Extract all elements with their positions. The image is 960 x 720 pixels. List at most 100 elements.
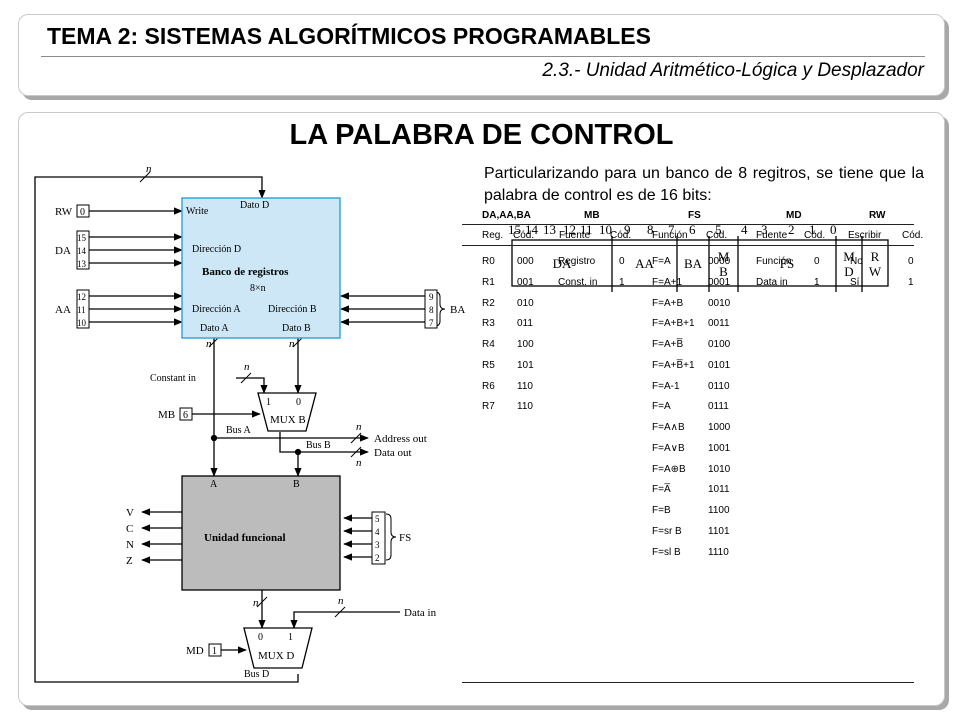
fs-function: F=A+B̅ <box>652 339 684 350</box>
bank-title: Banco de registros <box>202 266 289 278</box>
rw-label: RW <box>55 206 73 218</box>
rw-write: No <box>850 256 863 267</box>
column-header: Fuente <box>756 230 788 241</box>
rw-write: Sí <box>850 276 860 288</box>
bit-number: 11 <box>580 222 593 237</box>
address-out-label: Address out <box>374 433 427 445</box>
n-label: n <box>289 338 295 350</box>
header-panel: TEMA 2: SISTEMAS ALGORÍTMICOS PROGRAMABL… <box>18 14 945 96</box>
fs-bit: 3 <box>375 540 380 550</box>
fs-function: F=A <box>652 401 671 413</box>
md-value-box <box>208 643 222 657</box>
mux-d-in1: 1 <box>288 632 293 643</box>
dir-d-label: Dirección D <box>192 244 241 255</box>
fs-function: F=A+1 <box>652 276 683 288</box>
mb-value-box <box>179 407 193 421</box>
mux-b-in1: 1 <box>266 397 271 408</box>
section-subtitle: 2.3.- Unidad Aritmético-Lógica y Desplaz… <box>542 60 924 81</box>
fu-b-label: B <box>293 479 300 490</box>
intro-text: Particularizando para un banco de 8 regi… <box>484 165 924 204</box>
register-code: 110 <box>517 380 533 392</box>
column-header: Cód. <box>902 230 924 241</box>
fs-code: 1100 <box>708 505 730 516</box>
fs-function: F=B <box>652 505 671 516</box>
dir-b-label: Dirección B <box>268 304 317 315</box>
fs-bit: 2 <box>375 553 380 563</box>
fs-code: 0000 <box>708 256 731 267</box>
fs-bit: 4 <box>375 527 380 537</box>
write-label: Write <box>186 206 209 217</box>
topic-title: TEMA 2: SISTEMAS ALGORÍTMICOS PROGRAMABL… <box>47 23 651 49</box>
dato-b-label: Dato B <box>282 323 311 334</box>
ba-bits-box <box>424 289 438 329</box>
fs-code: 0110 <box>708 380 730 392</box>
bus-b-label: Bus B <box>306 440 331 451</box>
fs-function: F=A̅ <box>652 484 671 496</box>
n-label: n <box>244 361 250 373</box>
flag-c: C <box>126 523 133 535</box>
da-bits-box <box>76 230 90 270</box>
ba-label: BA <box>450 304 465 316</box>
rw-value-box <box>76 204 90 218</box>
register-code: 101 <box>517 359 534 371</box>
fs-label: FS <box>399 532 411 544</box>
field-ba: BA <box>684 256 703 271</box>
field-rw: W <box>869 264 882 279</box>
dato-a-label: Dato A <box>200 323 229 334</box>
column-header: Fuente <box>559 230 591 241</box>
register-code: 010 <box>517 297 534 309</box>
mux-b-label: MUX B <box>270 414 306 426</box>
rw-code: 1 <box>908 276 914 288</box>
field-mb: M <box>718 249 730 264</box>
mux-b <box>257 392 317 432</box>
bit-number: 1 <box>809 222 816 237</box>
fs-code: 0001 <box>708 276 731 288</box>
bit-number: 4 <box>741 222 748 237</box>
bit-number: 15 <box>508 222 521 237</box>
ba-bit: 8 <box>429 305 434 315</box>
fs-function: F=A-1 <box>652 380 680 392</box>
group-header: MB <box>584 210 600 221</box>
register-name: R5 <box>482 359 495 371</box>
register-name: R0 <box>482 256 495 267</box>
mb-code: 1 <box>619 276 625 288</box>
bit-number: 10 <box>599 222 612 237</box>
mux-d <box>243 627 313 669</box>
aa-bits-box <box>76 289 90 329</box>
mb-source: Registro <box>558 256 596 267</box>
column-header: Función <box>652 230 688 241</box>
flag-z: Z <box>126 555 133 567</box>
da-bit: 13 <box>77 259 87 269</box>
bit-number: 2 <box>788 222 795 237</box>
field-md: M <box>843 249 855 264</box>
column-header: Reg. <box>482 230 504 241</box>
da-bit: 14 <box>77 246 87 256</box>
flag-n: N <box>126 539 134 551</box>
fs-code: 0010 <box>708 297 731 309</box>
bit-number: 9 <box>624 222 631 237</box>
slide-title: LA PALABRA DE CONTROL <box>289 119 674 151</box>
field-aa: AA <box>635 256 654 271</box>
column-header: Cód. <box>513 230 535 241</box>
fs-code: 1000 <box>708 422 731 433</box>
column-header: Escribir <box>848 230 882 241</box>
main-panel: LA PALABRA DE CONTROL Particularizando p… <box>18 112 945 706</box>
n-label: n <box>338 595 344 607</box>
bit-number: 7 <box>668 222 675 237</box>
fs-code: 0101 <box>708 359 731 371</box>
register-code: 100 <box>517 339 534 350</box>
fs-bits-box <box>371 511 386 565</box>
n-label: n <box>356 457 362 469</box>
mb-label: MB <box>158 409 175 421</box>
ba-bit: 9 <box>429 292 434 302</box>
register-code: 000 <box>517 256 534 267</box>
n-label: n <box>146 163 152 175</box>
column-header: Cód. <box>610 230 632 241</box>
fs-code: 1010 <box>708 463 731 475</box>
field-md: D <box>844 264 853 279</box>
bit-number: 14 <box>525 222 539 237</box>
bit-number: 3 <box>761 222 768 237</box>
aa-label: AA <box>55 304 71 316</box>
bit-number: 6 <box>689 222 696 237</box>
